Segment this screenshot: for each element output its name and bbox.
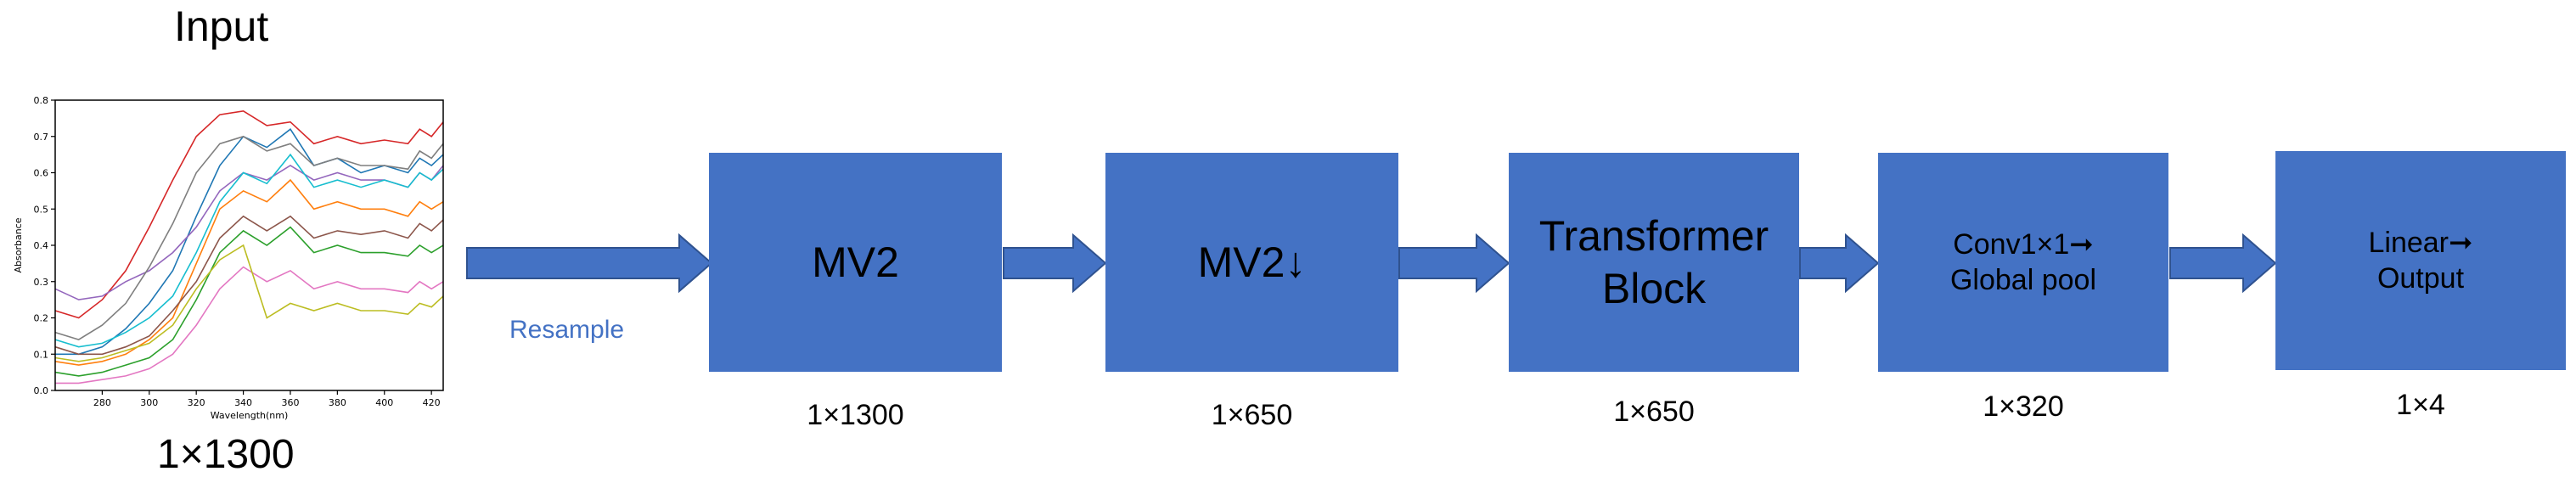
transformer-block-line-1: Transformer — [1538, 211, 1769, 260]
y-tick-label: 0.5 — [34, 204, 49, 215]
y-tick-label: 0.0 — [34, 385, 49, 396]
spectrum-series-line — [55, 266, 444, 385]
conv-pool-block-line-1: Conv1×1➞ — [1953, 227, 2094, 261]
mv2-block-dimension: 1×1300 — [807, 399, 904, 431]
y-tick-label: 0.1 — [34, 349, 49, 360]
input-dimension: 1×1300 — [157, 432, 295, 477]
spectrum-series-line — [54, 178, 444, 366]
linear-output-block-dimension: 1×4 — [2396, 389, 2445, 421]
transformer-block-line-2: Block — [1601, 265, 1707, 312]
input-title: Input — [174, 3, 269, 50]
flow-arrows — [466, 233, 2277, 294]
spectrum-series-line — [54, 165, 444, 300]
mv2-down-block-dimension: 1×650 — [1211, 399, 1293, 431]
mv2-down-block-line-1: MV2↓ — [1197, 238, 1307, 286]
x-tick-label: 340 — [234, 397, 252, 408]
x-tick-label: 380 — [329, 397, 346, 408]
y-axis-label: Absorbance — [13, 217, 24, 272]
y-tick-label: 0.6 — [34, 168, 49, 179]
transformer-block-dimension: 1×650 — [1613, 396, 1695, 428]
x-tick-label: 400 — [375, 397, 393, 408]
conv-pool-block: Conv1×1➞ Global pool — [1878, 153, 2168, 372]
x-tick-label: 360 — [281, 397, 299, 408]
y-tick-label: 0.8 — [34, 95, 49, 106]
resample-label: Resample — [509, 316, 625, 344]
arrow-transformer-to-conv — [1799, 233, 1880, 294]
x-tick-label: 280 — [93, 397, 111, 408]
transformer-block: Transformer Block — [1509, 153, 1799, 372]
x-tick-label: 420 — [423, 397, 441, 408]
spectrum-series-line — [54, 109, 444, 319]
arrow-mv2-down-to-transformer — [1398, 233, 1510, 294]
arrow-conv-to-linear — [2169, 233, 2277, 294]
y-tick-label: 0.4 — [34, 240, 49, 251]
spectrum-series-line — [54, 244, 444, 362]
input-spectrum-chart: 0.0 0.1 0.2 0.3 0.4 0.5 0.6 0.7 0.8 280 300 320 340 3… — [13, 95, 444, 421]
spectrum-series-line — [54, 153, 444, 348]
conv-pool-block-line-2: Global pool — [1949, 264, 2096, 296]
linear-output-block-line-2: Output — [2376, 262, 2465, 295]
arrow-resample — [466, 233, 713, 294]
x-tick-label: 320 — [188, 397, 205, 408]
spectrum-series-line — [54, 226, 444, 377]
spectrum-series-line — [55, 128, 444, 356]
spectrum-series-line — [54, 215, 444, 356]
mv2-down-block: MV2↓ — [1105, 153, 1398, 372]
linear-output-block-line-1: Linear➞ — [2368, 226, 2473, 259]
spectrum-series-line — [54, 135, 444, 340]
y-tick-label: 0.3 — [34, 277, 49, 288]
x-tick-label: 300 — [140, 397, 158, 408]
mv2-block-line-1: MV2 — [812, 238, 899, 286]
linear-output-block: Linear➞ Output — [2275, 151, 2566, 370]
y-tick-label: 0.7 — [34, 132, 49, 143]
arrow-mv2-to-mv2-down — [1003, 233, 1107, 294]
x-axis-label: Wavelength(nm) — [211, 410, 289, 421]
y-tick-label: 0.2 — [34, 313, 49, 324]
mv2-block: MV2 — [709, 153, 1002, 372]
conv-pool-block-dimension: 1×320 — [1983, 390, 2064, 423]
chart-frame — [54, 99, 444, 391]
